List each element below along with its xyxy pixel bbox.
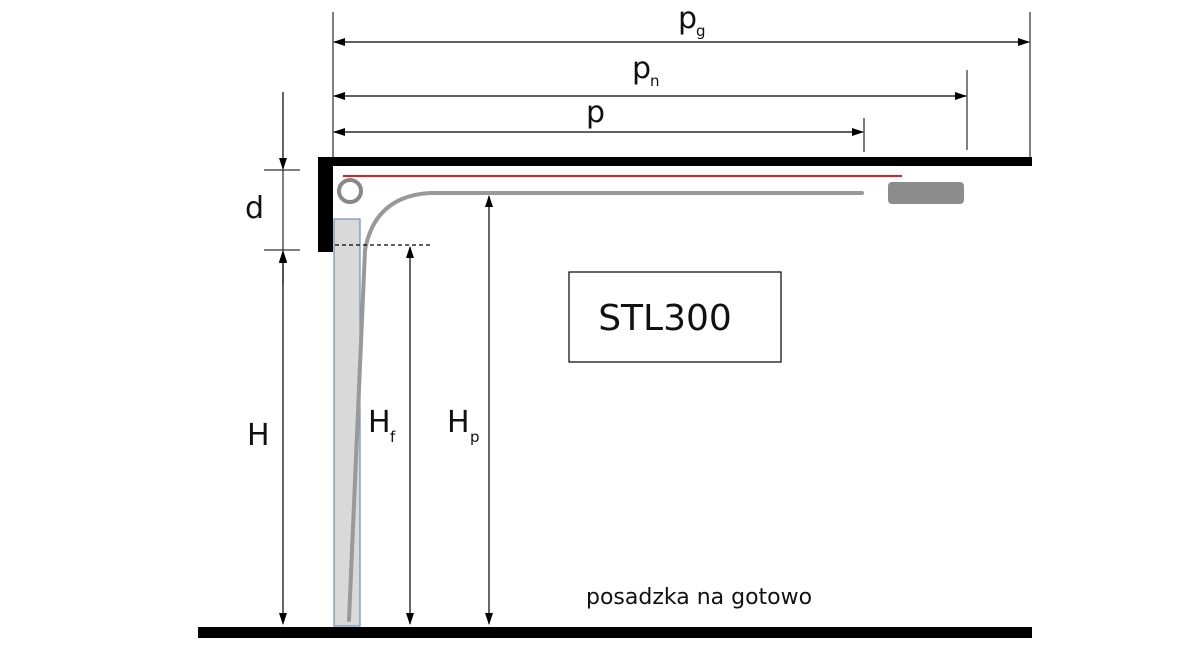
- model-label: STL300: [598, 298, 732, 339]
- label-Hp-subscript: p: [470, 428, 480, 446]
- label-Hp: H: [447, 405, 470, 440]
- dimension-p: [333, 118, 865, 152]
- label-pn-subscript: n: [650, 72, 660, 90]
- label-H: H: [247, 418, 270, 453]
- label-pn: p: [632, 51, 651, 86]
- label-Hf-subscript: f: [390, 428, 396, 446]
- guide-track: [347, 191, 864, 622]
- dimension-pn: [333, 70, 968, 150]
- torsion-shaft-pulley-icon: [337, 178, 363, 204]
- dimension-d: [264, 92, 300, 285]
- model-label-box: STL300: [568, 271, 782, 363]
- motor-unit: [888, 182, 964, 204]
- label-pg: p: [678, 1, 697, 36]
- label-p: p: [586, 95, 605, 130]
- building-structure: [198, 157, 1032, 638]
- label-d: d: [245, 191, 264, 226]
- label-pg-subscript: g: [696, 22, 706, 40]
- floor-label: posadzka na gotowo: [586, 585, 812, 610]
- label-Hf: H: [368, 405, 391, 440]
